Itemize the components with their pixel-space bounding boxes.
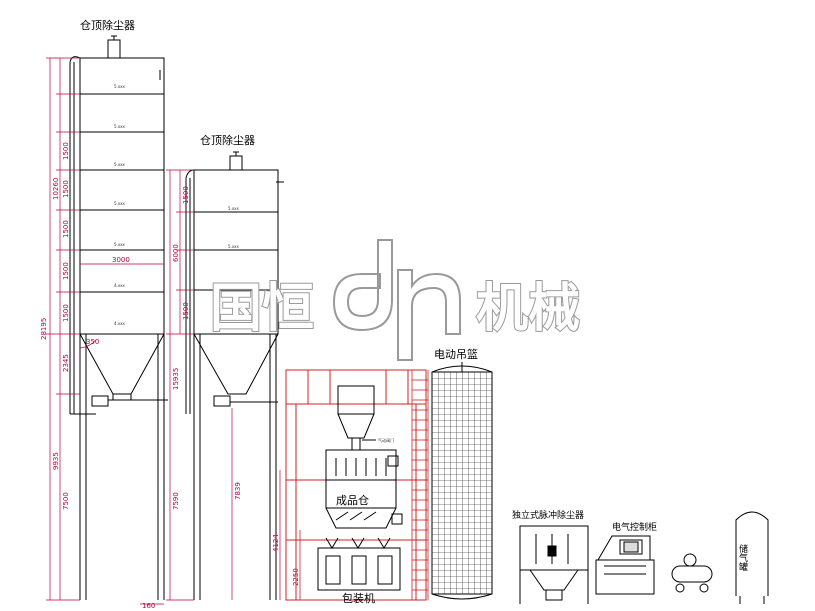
svg-text:4.xxx: 4.xxx <box>114 321 126 326</box>
svg-text:350: 350 <box>86 338 99 346</box>
svg-text:5.xxx: 5.xxx <box>228 244 240 249</box>
electric-hoist-label: 电动吊篮 <box>434 347 478 361</box>
svg-text:4.xxx: 4.xxx <box>114 283 126 288</box>
svg-text:1500: 1500 <box>182 302 190 320</box>
svg-text:1500: 1500 <box>62 180 70 198</box>
middle-silo-dimensions <box>166 169 301 601</box>
brand-watermark: 国恒 机械 <box>209 239 581 361</box>
pulse-dust-collector <box>519 525 589 604</box>
middle-silo-discharge-valve-icon <box>213 395 231 407</box>
control-panel-screen-icon <box>623 541 639 553</box>
pulse-dust-collector-label: 独立式脉冲除尘器 <box>512 509 584 521</box>
gas-tank-icon <box>735 511 769 604</box>
svg-text:5.xxx: 5.xxx <box>114 124 126 129</box>
svg-text:1500: 1500 <box>62 142 70 160</box>
svg-text:9935: 9935 <box>52 452 60 470</box>
brand-logo-icon <box>332 239 461 361</box>
middle-silo-dust-collector-label: 仓顶除尘器 <box>200 133 255 147</box>
svg-text:7500: 7500 <box>62 492 70 510</box>
air-compressor-icon <box>671 553 713 593</box>
svg-text:5.xxx: 5.xxx <box>228 206 240 211</box>
svg-text:1500: 1500 <box>182 186 190 204</box>
svg-text:28195: 28195 <box>40 318 48 340</box>
control-cabinet <box>595 535 655 595</box>
svg-text:5.xxx: 5.xxx <box>228 284 240 289</box>
svg-text:国恒: 国恒 <box>210 279 314 339</box>
steel-frame <box>285 369 427 601</box>
svg-text:7590: 7590 <box>172 492 180 510</box>
svg-text:3000: 3000 <box>112 256 130 264</box>
svg-text:5.xxx: 5.xxx <box>114 162 126 167</box>
hoist-ladder <box>411 370 429 600</box>
svg-text:1500: 1500 <box>62 220 70 238</box>
svg-text:160: 160 <box>142 602 155 610</box>
pneumatic-valve-label: 气动阀门 <box>378 437 394 443</box>
svg-text:7839: 7839 <box>234 482 242 500</box>
gas-tank-label: 储气罐 <box>737 543 748 572</box>
packing-machine-label: 包装机 <box>342 591 375 605</box>
svg-text:5.xxx: 5.xxx <box>114 201 126 206</box>
finished-bin-label: 成品仓 <box>336 493 369 507</box>
svg-text:6000: 6000 <box>172 244 180 262</box>
svg-text:4124: 4124 <box>272 534 280 552</box>
svg-text:10260: 10260 <box>52 178 60 200</box>
left-silo-dust-collector-label: 仓顶除尘器 <box>80 18 135 32</box>
left-silo-dimension-texts: 28195 10260 1500 1500 1500 1500 1500 234… <box>40 142 155 610</box>
control-cabinet-label: 电气控制柜 <box>612 521 657 533</box>
mixer-motor-icon <box>387 455 399 467</box>
left-silo-discharge-valve-icon <box>91 395 109 407</box>
svg-text:15935: 15935 <box>172 368 180 390</box>
svg-text:5.xxx: 5.xxx <box>114 242 126 247</box>
svg-text:机械: 机械 <box>476 279 580 339</box>
bin-motor-icon <box>391 513 403 525</box>
svg-text:1500: 1500 <box>62 262 70 280</box>
svg-text:2345: 2345 <box>62 354 70 372</box>
svg-text:1500: 1500 <box>62 304 70 322</box>
middle-silo-level-marks: 5.xxx 5.xxx 5.xxx <box>228 206 240 289</box>
svg-text:5.xxx: 5.xxx <box>114 84 126 89</box>
left-silo-level-marks: 5.xxx 5.xxx 5.xxx 5.xxx 5.xxx 4.xxx 4.xx… <box>114 84 126 326</box>
electric-hoist <box>411 362 493 600</box>
left-silo <box>69 35 168 600</box>
packing-machine <box>317 547 401 591</box>
left-silo-dust-collector-icon <box>107 39 121 59</box>
left-silo-dimensions <box>46 57 164 605</box>
middle-silo-dust-collector-icon <box>229 155 243 171</box>
middle-silo <box>185 151 284 600</box>
mixer-equipment <box>317 385 403 591</box>
